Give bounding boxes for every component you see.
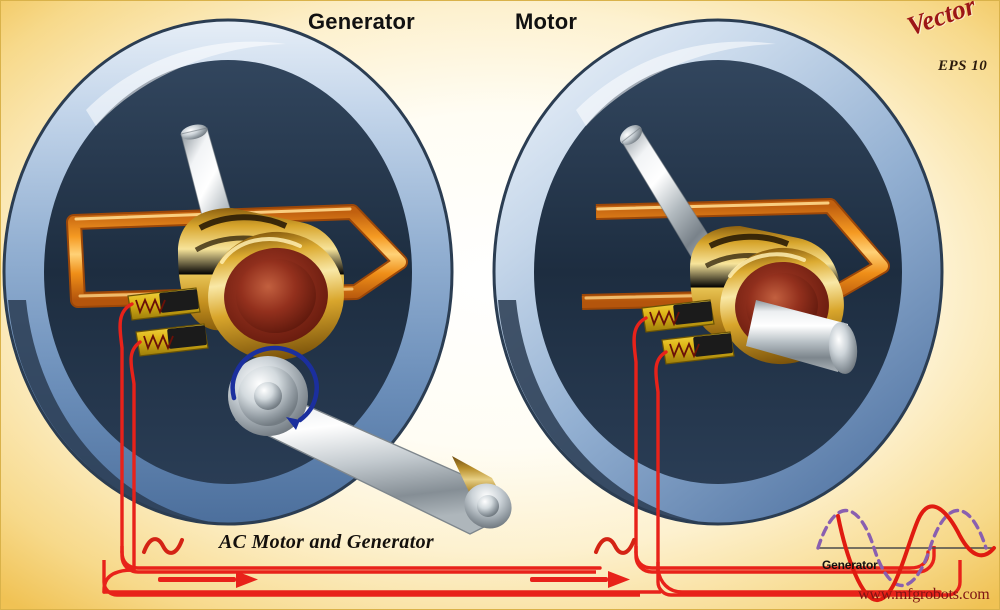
generator-lead-lower xyxy=(129,340,142,572)
generator-lead-upper xyxy=(118,302,134,554)
page-title-generator: Generator xyxy=(308,9,415,34)
waveform-legend xyxy=(816,504,996,602)
generator-wire-loop-bend xyxy=(102,568,136,594)
site-watermark: www.mfgrobots.com xyxy=(858,586,990,603)
motor-machine xyxy=(492,18,944,526)
motor-lead-upper xyxy=(632,316,648,554)
brush-lower xyxy=(135,323,209,357)
brush-spring xyxy=(669,341,700,359)
current-arrow-left xyxy=(158,571,258,588)
brush-lower xyxy=(661,331,735,365)
generator-crank-mechanism xyxy=(228,345,512,535)
brush-spring xyxy=(135,297,166,315)
stator-ring-highlight xyxy=(576,41,776,126)
brush-upper xyxy=(641,299,715,333)
motor-rotor-shaft-upper xyxy=(619,125,715,259)
generator-ac-symbol xyxy=(142,537,184,555)
carbon-brush-block xyxy=(673,301,713,325)
rod-end-bushing xyxy=(452,456,512,529)
carbon-brush-block xyxy=(167,325,207,349)
generator-brush-assembly xyxy=(127,287,209,357)
generator-slip-ring-assembly xyxy=(178,208,344,361)
motor-lead-lower xyxy=(654,350,668,572)
ac-symbols xyxy=(142,537,636,555)
stator-ring-depth xyxy=(498,300,714,524)
current-arrows xyxy=(158,571,630,588)
stator-ring-highlight xyxy=(86,41,286,126)
carbon-brush-block xyxy=(159,289,199,313)
crank-pin xyxy=(254,382,282,410)
waveform-series-motor xyxy=(816,508,988,588)
motor-ac-symbol xyxy=(594,537,636,555)
motor-brush-assembly xyxy=(641,299,735,365)
rotation-direction-arrow xyxy=(230,345,319,430)
circuit-frame xyxy=(102,546,962,597)
stator-ring-outline xyxy=(2,18,454,526)
brush-upper xyxy=(127,287,201,321)
stator-ring-outline xyxy=(492,18,944,526)
motor-wire-loop-top xyxy=(634,550,930,570)
generator-machine xyxy=(2,18,512,535)
page-title-motor: Motor xyxy=(515,9,578,34)
stator-ring-depth xyxy=(8,300,224,524)
waveform-series-generator xyxy=(836,504,996,602)
shaft-end-face xyxy=(828,322,858,374)
generator-wire-loop-top xyxy=(120,550,602,570)
waveform-legend-label: Generator xyxy=(822,558,878,572)
motor-output-shaft xyxy=(746,300,858,374)
eps-version-label: EPS 10 xyxy=(938,58,988,74)
brush-spring xyxy=(143,333,174,351)
diagram-caption: AC Motor and Generator xyxy=(219,531,434,553)
current-arrow-right xyxy=(530,571,630,588)
carbon-brush-block xyxy=(693,333,733,357)
brush-spring xyxy=(649,309,680,327)
